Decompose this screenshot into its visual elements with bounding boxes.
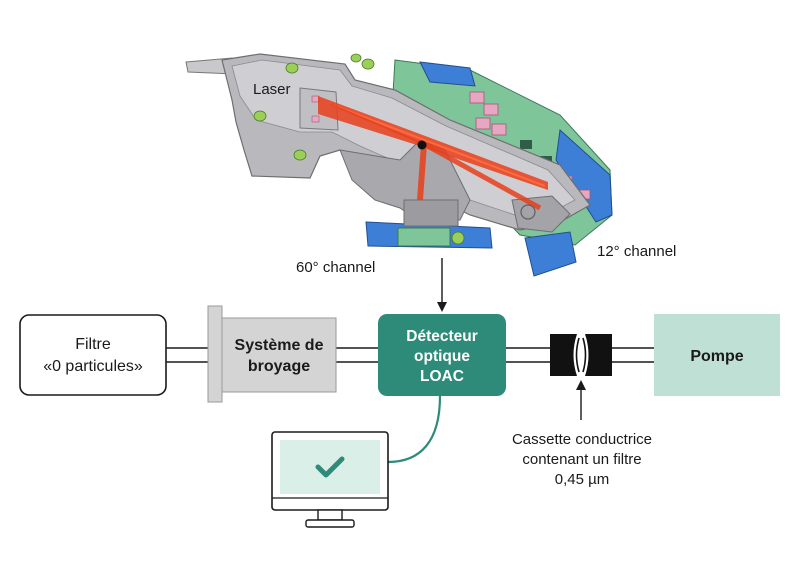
arrow-up-icon — [576, 380, 586, 390]
monitor-neck — [317, 509, 343, 521]
detecteur-line3: LOAC — [420, 368, 464, 385]
cassette-arrow — [576, 380, 586, 420]
cassette-icon — [550, 334, 612, 376]
lens-12-icon — [520, 204, 536, 220]
monitor-stand — [305, 519, 355, 528]
computer-monitor — [271, 431, 389, 528]
detecteur-line1: Détecteur — [406, 328, 478, 345]
cassette-line1: Cassette conductrice — [512, 431, 652, 448]
flow-pipes — [166, 347, 654, 363]
pcb-connector-right — [555, 128, 613, 223]
laser-beam — [318, 96, 548, 211]
broyage-box: Système de broyage — [207, 305, 337, 403]
filtre-line2: «0 particules» — [43, 358, 143, 375]
broyage-line1: Système de — [235, 337, 324, 354]
detecteur-line2: optique — [414, 348, 470, 365]
data-cable — [387, 395, 442, 464]
beam-60-channel — [417, 143, 427, 201]
monitor-screen — [280, 440, 380, 494]
loac-device-illustration: Laser 60° channel 12° channel — [185, 53, 676, 277]
channel-arrow — [437, 258, 447, 312]
arrow-down-icon — [437, 302, 447, 312]
cassette-line2: contenant un filtre — [522, 451, 641, 468]
channel-60-label: 60° channel — [296, 259, 375, 276]
pcb-strip — [397, 227, 451, 247]
detector-60-block — [403, 199, 459, 227]
detecteur-box: Détecteur optique LOAC — [378, 314, 506, 396]
channel-12-label: 12° channel — [597, 243, 676, 260]
filtre-box: Filtre «0 particules» — [19, 314, 167, 396]
broyage-line2: broyage — [248, 358, 310, 375]
pompe-box: Pompe — [654, 314, 780, 396]
sensor-60-icon — [451, 231, 465, 245]
pcb-connector-bottom — [524, 231, 577, 277]
measurement-point-icon — [417, 140, 427, 150]
cassette-line3: 0,45 µm — [555, 471, 610, 488]
beam-12-channel — [422, 141, 542, 211]
pcb-connector-top — [419, 61, 476, 87]
checkmark-icon — [315, 456, 345, 478]
housing-knobs — [253, 53, 375, 161]
pompe-label: Pompe — [690, 348, 743, 365]
laser-label: Laser — [253, 81, 291, 98]
filtre-line1: Filtre — [75, 336, 111, 353]
